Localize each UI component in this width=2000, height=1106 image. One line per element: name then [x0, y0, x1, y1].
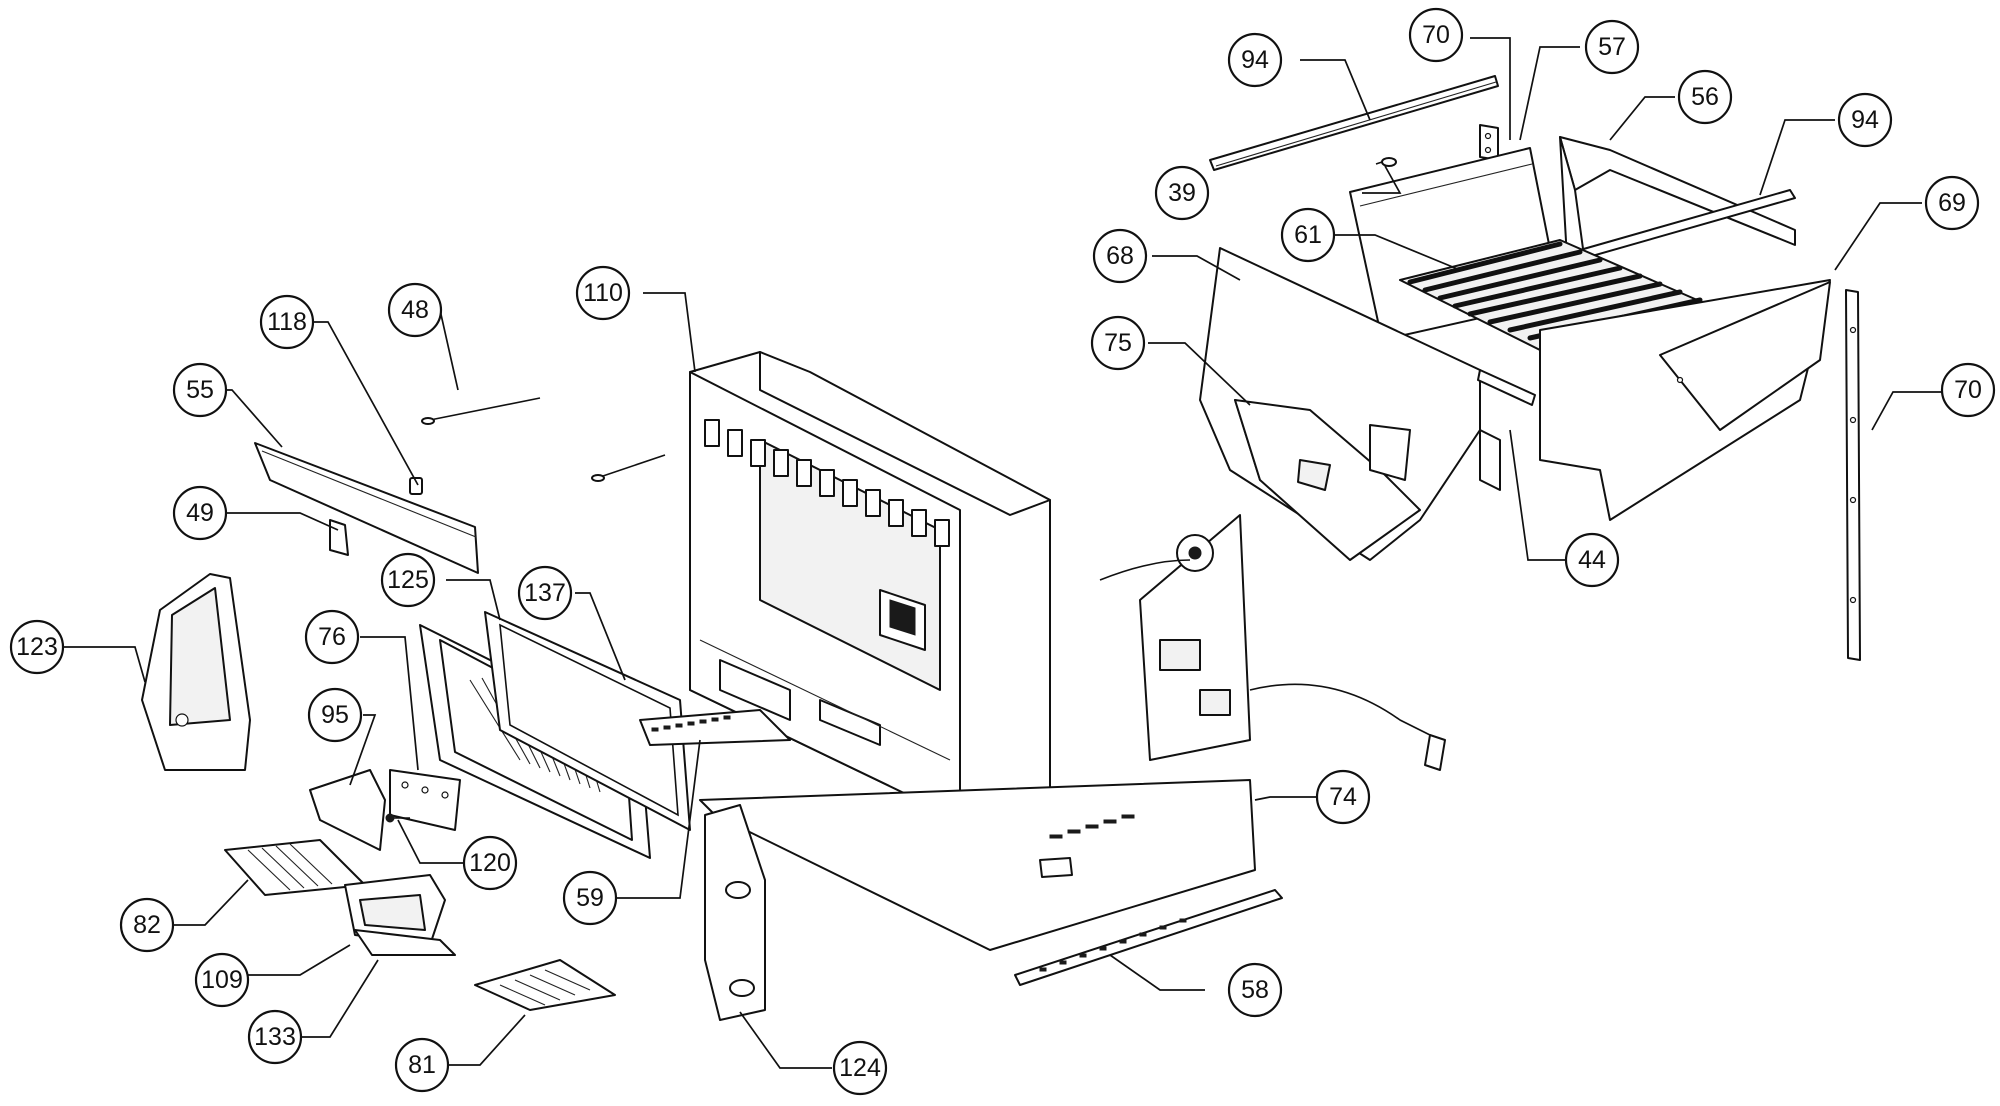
part-75-chute [1234, 399, 1421, 561]
callout-118: 118 [259, 294, 315, 350]
callout-133: 133 [247, 1009, 303, 1065]
callout-120-label: 120 [469, 849, 511, 877]
callout-82: 82 [119, 897, 175, 953]
callout-58-label: 58 [1241, 976, 1269, 1004]
callout-120: 120 [462, 835, 518, 891]
callout-124: 124 [832, 1040, 888, 1096]
callout-137-label: 137 [524, 579, 566, 607]
callout-57: 57 [1584, 19, 1640, 75]
callout-109: 109 [194, 952, 250, 1008]
callout-68: 68 [1092, 228, 1148, 284]
part-118-pin [409, 477, 423, 495]
part-59-grate-bar [639, 709, 791, 746]
part-58-strip [1014, 889, 1283, 986]
part-76-plate [389, 769, 461, 831]
callout-49: 49 [172, 485, 228, 541]
callout-39: 39 [1154, 165, 1210, 221]
callout-68-label: 68 [1106, 242, 1134, 270]
callout-95-label: 95 [321, 701, 349, 729]
callout-81: 81 [394, 1037, 450, 1093]
callout-57-label: 57 [1598, 33, 1626, 61]
part-55-plate [254, 442, 479, 574]
part-109-burner-pot [344, 874, 446, 946]
callout-49-label: 49 [186, 499, 214, 527]
part-95-cover [309, 769, 386, 851]
part-137-frame [484, 611, 691, 831]
part-44-rail [1477, 369, 1536, 491]
callout-55: 55 [172, 362, 228, 418]
part-70-bracket-top [1479, 124, 1499, 161]
callout-48: 48 [387, 282, 443, 338]
callout-61-label: 61 [1294, 221, 1322, 249]
callout-81-label: 81 [408, 1051, 436, 1079]
callout-70a: 70 [1408, 7, 1464, 63]
callout-94a-label: 94 [1241, 46, 1269, 74]
callout-110: 110 [575, 265, 631, 321]
callout-44: 44 [1564, 532, 1620, 588]
callout-94b: 94 [1837, 92, 1893, 148]
callout-74-label: 74 [1329, 783, 1357, 811]
callout-124-label: 124 [839, 1054, 881, 1082]
callout-74: 74 [1315, 769, 1371, 825]
callout-44-label: 44 [1578, 546, 1606, 574]
callout-123-label: 123 [16, 633, 58, 661]
part-123-side-panel [141, 573, 251, 771]
callout-70a-label: 70 [1422, 21, 1450, 49]
part-69-hopper-front [1539, 279, 1831, 521]
part-94-top-rail [1209, 75, 1499, 171]
callout-48-label: 48 [401, 296, 429, 324]
callout-58: 58 [1227, 962, 1283, 1018]
callout-56-label: 56 [1691, 83, 1719, 111]
callout-39-label: 39 [1168, 179, 1196, 207]
callout-56: 56 [1677, 69, 1733, 125]
part-48-rods [421, 397, 666, 482]
part-124-bracket [704, 804, 766, 1021]
callout-75-label: 75 [1104, 329, 1132, 357]
callout-94a: 94 [1227, 32, 1283, 88]
callout-125: 125 [380, 552, 436, 608]
callout-137: 137 [517, 565, 573, 621]
callout-69-label: 69 [1938, 189, 1966, 217]
callout-76-label: 76 [318, 623, 346, 651]
part-74-base-plate [699, 779, 1256, 951]
part-133-gasket [354, 929, 456, 956]
callout-59-label: 59 [576, 884, 604, 912]
callout-70b: 70 [1940, 362, 1996, 418]
callout-133-label: 133 [254, 1023, 296, 1051]
callout-109-label: 109 [201, 966, 243, 994]
callout-118-label: 118 [267, 308, 307, 336]
part-81-tray [474, 959, 616, 1011]
callout-76: 76 [304, 609, 360, 665]
part-39-screw [1375, 157, 1397, 167]
callout-75: 75 [1090, 315, 1146, 371]
part-70-vertical-bracket [1845, 289, 1861, 661]
callout-70b-label: 70 [1954, 376, 1982, 404]
part-110-main-body [689, 351, 1051, 821]
callout-94b-label: 94 [1851, 106, 1879, 134]
part-control-board [1099, 514, 1446, 771]
callout-69: 69 [1924, 175, 1980, 231]
callout-125-label: 125 [387, 566, 429, 594]
part-120-bolt [385, 813, 410, 823]
callout-123: 123 [9, 619, 65, 675]
callout-61: 61 [1280, 207, 1336, 263]
callout-82-label: 82 [133, 911, 161, 939]
callout-59: 59 [562, 870, 618, 926]
part-82-tray [224, 839, 366, 896]
part-49-clip [329, 519, 349, 556]
callout-55-label: 55 [186, 376, 214, 404]
callout-110-label: 110 [583, 279, 623, 307]
callout-95: 95 [307, 687, 363, 743]
